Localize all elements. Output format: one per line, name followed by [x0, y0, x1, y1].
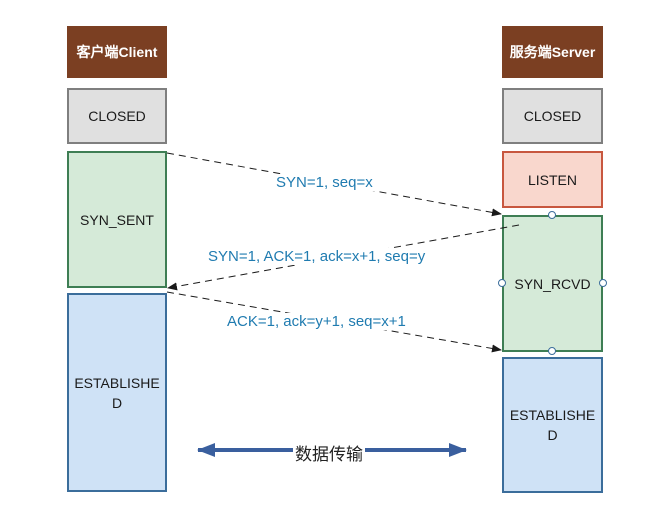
server-state-closed: CLOSED [502, 88, 603, 144]
data-transfer-label: 数据传输 [293, 440, 365, 465]
resize-handle-bottom[interactable] [548, 347, 556, 355]
server-state-established: ESTABLISHED [502, 357, 603, 493]
client-state-syn-sent: SYN_SENT [67, 151, 167, 288]
resize-handle-top[interactable] [548, 211, 556, 219]
client-header: 客户端Client [67, 26, 167, 78]
client-state-established: ESTABLISHED [67, 293, 167, 492]
syn-ack-message-label: SYN=1, ACK=1, ack=x+1, seq=y [206, 248, 428, 265]
server-header: 服务端Server [502, 26, 603, 78]
server-state-listen: LISTEN [502, 151, 603, 208]
client-state-closed: CLOSED [67, 88, 167, 144]
ack-message-label: ACK=1, ack=y+1, seq=x+1 [225, 313, 408, 330]
resize-handle-left[interactable] [498, 279, 506, 287]
resize-handle-right[interactable] [599, 279, 607, 287]
syn-message-label: SYN=1, seq=x [274, 174, 375, 191]
server-state-syn-rcvd: SYN_RCVD [502, 215, 603, 352]
